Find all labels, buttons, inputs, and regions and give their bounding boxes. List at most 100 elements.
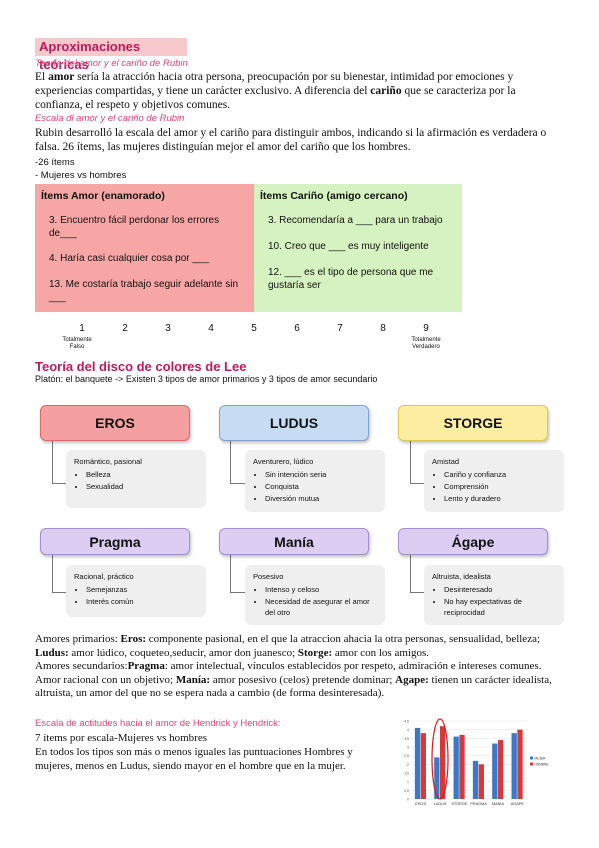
pragma-desc: Racional, práctico bbox=[74, 572, 134, 581]
chart-bar bbox=[478, 764, 484, 799]
ludus-desc: Aventurero, lúdico bbox=[253, 457, 314, 466]
ludus-box: LUDUS bbox=[219, 405, 369, 441]
y-tick-label: 3 bbox=[407, 746, 409, 750]
chart-bar bbox=[434, 757, 440, 799]
ludus-item: Conquista bbox=[265, 481, 377, 492]
page-title: Aproximaciones teóricas bbox=[35, 38, 187, 72]
x-tick-label: MANÍA bbox=[492, 802, 504, 806]
mania-title: Manía bbox=[274, 533, 314, 550]
storge-item: Lento y duradero bbox=[444, 493, 556, 504]
eros-details: Romántico, pasional Belleza Sexualidad bbox=[66, 450, 206, 508]
agape-box: Ágape bbox=[398, 528, 548, 555]
carino-column: Ítems Cariño (amigo cercano) 3. Recomend… bbox=[254, 184, 462, 312]
agape-item: Desinteresado bbox=[444, 584, 556, 595]
chart-bar bbox=[498, 740, 504, 799]
eros-item: Belleza bbox=[86, 469, 198, 480]
storge-title: STORGE bbox=[443, 415, 503, 431]
rubin-bullet-items: -26 ítems bbox=[35, 157, 75, 168]
y-tick-label: 4,5 bbox=[404, 720, 409, 724]
eros-box: EROS bbox=[40, 405, 190, 441]
chart-bar bbox=[472, 760, 479, 799]
hendrick-line1: 7 ítems por escala-Mujeres vs hombres bbox=[35, 732, 207, 744]
agape-details: Altruista, idealista Desinteresado No ha… bbox=[424, 565, 564, 625]
y-tick-label: 0,5 bbox=[404, 789, 409, 793]
y-tick-label: 2,5 bbox=[404, 754, 409, 758]
scale-right-label: Totalmente Verdadero bbox=[411, 337, 441, 350]
chart-bar bbox=[517, 729, 523, 799]
eros-title: EROS bbox=[95, 415, 135, 431]
eros-desc: Romántico, pasional bbox=[74, 457, 142, 466]
chart-bar bbox=[453, 736, 459, 799]
ludus-details: Aventurero, lúdico Sin intención seria C… bbox=[245, 450, 385, 512]
legend-swatch bbox=[530, 756, 533, 760]
amor-item: 13. Me costaría trabajo seguir adelante … bbox=[49, 279, 238, 303]
amor-item: 3. Encuentro fácil perdonar los errores … bbox=[49, 215, 220, 239]
y-tick-label: 3,5 bbox=[404, 737, 409, 741]
x-tick-label: EROS bbox=[415, 802, 426, 806]
carino-item: 3. Recomendaría a ___ para un trabajo bbox=[268, 215, 443, 226]
chart-bar bbox=[440, 726, 446, 799]
rubin-paragraph: Rubin desarrolló la escala del amor y el… bbox=[35, 127, 547, 153]
lee-subtitle: Platón: el banquete -> Existen 3 tipos d… bbox=[35, 374, 378, 384]
scale-number: 1 bbox=[79, 323, 85, 334]
lee-section-title: Teoría del disco de colores de Lee bbox=[35, 359, 247, 374]
mania-details: Posesivo Intenso y celoso Necesidad de a… bbox=[245, 565, 385, 625]
eros-item: Sexualidad bbox=[86, 481, 198, 492]
carino-item: 10. Creo que ___ es muy inteligente bbox=[268, 241, 429, 252]
y-tick-label: 2 bbox=[407, 763, 409, 767]
mania-item: Necesidad de asegurar el amor del otro bbox=[265, 596, 377, 618]
rubin-bullet-gender: - Mujeres vs hombres bbox=[35, 170, 127, 181]
amor-column-header: Ítems Amor (enamorado) bbox=[41, 190, 165, 202]
legend-label: HOMBRE bbox=[535, 763, 549, 767]
intro-paragraph: El amor sería la atracción hacia otra pe… bbox=[35, 71, 516, 111]
storge-box: STORGE bbox=[398, 405, 548, 441]
y-tick-label: 1,5 bbox=[404, 772, 409, 776]
mania-box: Manía bbox=[219, 528, 369, 555]
pragma-item: Interés común bbox=[86, 596, 198, 607]
ludus-highlight-ellipse bbox=[431, 718, 449, 800]
scale-number: 7 bbox=[337, 323, 343, 334]
chart-bar bbox=[414, 727, 421, 799]
x-tick-label: PRAGMA bbox=[470, 802, 487, 806]
storge-item: Comprensión bbox=[444, 481, 556, 492]
amores-paragraph: Amores primarios: Eros: componente pasio… bbox=[35, 633, 552, 699]
pragma-box: Pragma bbox=[40, 528, 190, 555]
agape-item: No hay expectativas de reciprocidad bbox=[444, 596, 556, 618]
mania-item: Intenso y celoso bbox=[265, 584, 377, 595]
storge-item: Cariño y confianza bbox=[444, 469, 556, 480]
chart-bar bbox=[511, 733, 517, 799]
y-tick-label: 0 bbox=[407, 798, 409, 802]
x-tick-label: LUDUS bbox=[434, 802, 447, 806]
scale-number: 5 bbox=[251, 323, 257, 334]
ludus-item: Diversión mutua bbox=[265, 493, 377, 504]
scale-left-label: Totalmente Falso bbox=[62, 337, 92, 350]
chart-bar bbox=[459, 734, 465, 799]
legend-swatch bbox=[530, 762, 533, 766]
y-tick-label: 1 bbox=[407, 780, 409, 784]
chart-bar bbox=[420, 733, 426, 799]
amor-item: 4. Haría casi cualquier cosa por ___ bbox=[49, 253, 210, 264]
hendrick-subtitle: Escala de actitudes hacia el amor de Hen… bbox=[35, 718, 281, 729]
ludus-item: Sin intención seria bbox=[265, 469, 377, 480]
x-tick-label: ÁGAPE bbox=[511, 802, 525, 806]
scale-number: 3 bbox=[165, 323, 171, 334]
pragma-details: Racional, práctico Semejanzas Interés co… bbox=[66, 565, 206, 617]
carino-item: 12. ___ es el tipo de persona que me gus… bbox=[268, 267, 434, 291]
scale-number: 8 bbox=[380, 323, 386, 334]
scale-number: 2 bbox=[122, 323, 128, 334]
y-tick-label: 4 bbox=[407, 728, 409, 732]
scale-number: 9 bbox=[423, 323, 429, 334]
agape-desc: Altruista, idealista bbox=[432, 572, 491, 581]
legend-label: MUJER bbox=[535, 757, 547, 761]
pragma-title: Pragma bbox=[89, 533, 141, 550]
rubin-items-table: Ítems Amor (enamorado) 3. Encuentro fáci… bbox=[35, 184, 462, 312]
scale-number: 6 bbox=[294, 323, 300, 334]
scale-number: 4 bbox=[208, 323, 214, 334]
hendrick-paragraph: En todos los tipos son más o menos igual… bbox=[35, 746, 353, 772]
pragma-item: Semejanzas bbox=[86, 584, 198, 595]
chart-bar bbox=[492, 743, 498, 799]
storge-desc: Amistad bbox=[432, 457, 460, 466]
ludus-title: LUDUS bbox=[269, 415, 319, 431]
